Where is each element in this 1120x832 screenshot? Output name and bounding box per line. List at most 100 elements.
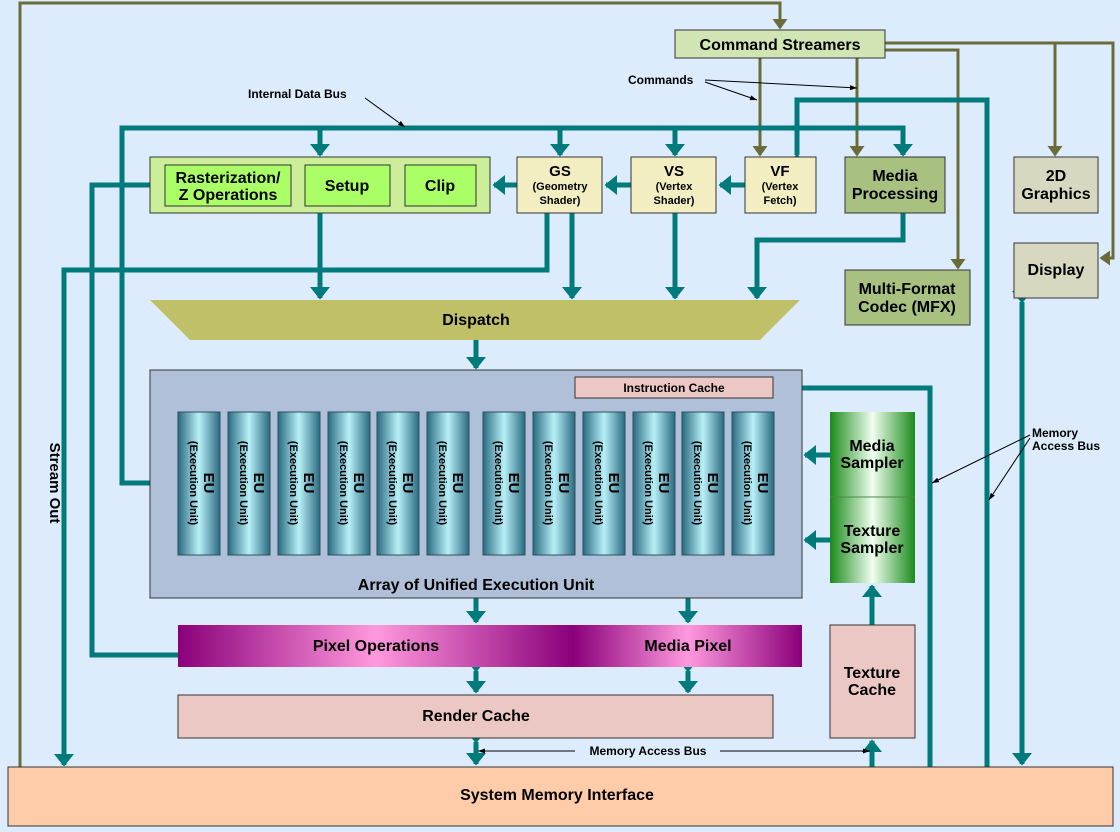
dispatch-label: Dispatch bbox=[442, 312, 510, 329]
vs-sub2: Shader) bbox=[654, 195, 695, 207]
commands-arrow-1 bbox=[704, 81, 758, 101]
eu-body bbox=[681, 411, 725, 556]
media-processing-block: Media Processing bbox=[844, 156, 946, 214]
eu-body bbox=[227, 411, 271, 556]
eu-label: EU bbox=[350, 473, 367, 494]
eu-list: EU(Execution Unit)EU(Execution Unit)EU(E… bbox=[177, 411, 775, 556]
memory-access-bus-right-l1: Memory bbox=[1032, 426, 1078, 440]
eu-body bbox=[482, 411, 526, 556]
eu-array-block: Instruction Cache EU(Execution Unit)EU(E… bbox=[149, 369, 803, 599]
eu-label: EU bbox=[200, 473, 217, 494]
eu-sublabel: (Execution Unit) bbox=[642, 441, 654, 526]
mfx-l2: Codec (MFX) bbox=[858, 299, 956, 316]
eu-label: EU bbox=[300, 473, 317, 494]
eu-body bbox=[632, 411, 676, 556]
eu-sublabel: (Execution Unit) bbox=[492, 441, 504, 526]
eu-body bbox=[277, 411, 321, 556]
eu-sublabel: (Execution Unit) bbox=[337, 441, 349, 526]
eu-label: EU bbox=[555, 473, 572, 494]
stream-out-line bbox=[54, 213, 550, 767]
execution-unit: EU(Execution Unit) bbox=[177, 411, 221, 556]
media-pixel-block: Media Pixel bbox=[573, 625, 802, 667]
media-sampler-l1: Media bbox=[849, 438, 894, 455]
dispatch-block: Dispatch bbox=[150, 300, 800, 340]
eu-body bbox=[327, 411, 371, 556]
execution-unit: EU(Execution Unit) bbox=[376, 411, 420, 556]
gs-block: GS (Geometry Shader) bbox=[516, 156, 603, 214]
vs-block: VS (Vertex Shader) bbox=[630, 156, 717, 214]
gs-title: GS bbox=[549, 163, 571, 180]
memory-access-bus-bottom-label: Memory Access Bus bbox=[590, 744, 707, 758]
eu-array-label: Array of Unified Execution Unit bbox=[358, 577, 595, 594]
execution-unit: EU(Execution Unit) bbox=[327, 411, 371, 556]
media-pixel-label: Media Pixel bbox=[644, 638, 731, 655]
graphics-2d-l2: Graphics bbox=[1021, 186, 1090, 203]
eu-label: EU bbox=[605, 473, 622, 494]
eu-sublabel: (Execution Unit) bbox=[237, 441, 249, 526]
vf-title: VF bbox=[770, 163, 789, 180]
system-memory-label: System Memory Interface bbox=[460, 787, 654, 804]
eu-sublabel: (Execution Unit) bbox=[542, 441, 554, 526]
command-streamers-block: Command Streamers bbox=[674, 29, 886, 59]
instruction-cache-label: Instruction Cache bbox=[623, 381, 725, 395]
eu-label: EU bbox=[655, 473, 672, 494]
system-memory-interface: System Memory Interface bbox=[7, 766, 1114, 827]
eu-body bbox=[731, 411, 775, 556]
commands-arrow-2 bbox=[704, 79, 858, 91]
cs-to-display-line bbox=[885, 41, 1115, 266]
execution-unit: EU(Execution Unit) bbox=[532, 411, 576, 556]
eu-label: EU bbox=[704, 473, 721, 494]
texture-sampler-l2: Sampler bbox=[840, 540, 903, 557]
eu-sublabel: (Execution Unit) bbox=[741, 441, 753, 526]
display-label: Display bbox=[1028, 262, 1085, 279]
pixel-operations-block: Pixel Operations bbox=[178, 625, 573, 667]
command-loop-line bbox=[18, 1, 788, 767]
texture-cache-l2: Cache bbox=[848, 682, 896, 699]
texture-cache-block: Texture Cache bbox=[829, 624, 916, 739]
sampler-block: Media Sampler Texture Sampler bbox=[830, 412, 915, 583]
vf-sub2: Fetch) bbox=[764, 195, 797, 207]
data-bus-lines bbox=[54, 97, 1032, 767]
eu-sublabel: (Execution Unit) bbox=[592, 441, 604, 526]
execution-unit: EU(Execution Unit) bbox=[681, 411, 725, 556]
mab-right-arrow-2 bbox=[988, 437, 1031, 501]
media-to-dispatch bbox=[747, 213, 906, 300]
texture-sampler-l1: Texture bbox=[844, 523, 901, 540]
internal-bus-arrow bbox=[364, 97, 406, 128]
execution-unit: EU(Execution Unit) bbox=[227, 411, 271, 556]
eu-body bbox=[532, 411, 576, 556]
eu-sublabel: (Execution Unit) bbox=[287, 441, 299, 526]
display-block: Display bbox=[1013, 242, 1099, 299]
gs-sub1: (Geometry bbox=[532, 181, 588, 193]
execution-unit: EU(Execution Unit) bbox=[632, 411, 676, 556]
eu-sublabel: (Execution Unit) bbox=[436, 441, 448, 526]
render-cache-label: Render Cache bbox=[422, 708, 530, 725]
pixel-to-raster-line bbox=[89, 175, 178, 658]
internal-data-bus-line bbox=[119, 125, 913, 486]
memory-access-bus-right-l2: Access Bus bbox=[1032, 439, 1100, 453]
gs-sub2: Shader) bbox=[540, 195, 581, 207]
eu-label: EU bbox=[449, 473, 466, 494]
texture-cache-l1: Texture bbox=[844, 665, 901, 682]
eu-body bbox=[177, 411, 221, 556]
internal-data-bus-label: Internal Data Bus bbox=[248, 87, 347, 101]
render-cache-block: Render Cache bbox=[177, 694, 774, 739]
mab-right-arrow-1 bbox=[931, 434, 1031, 484]
vf-sub1: (Vertex bbox=[762, 181, 800, 193]
eu-body bbox=[426, 411, 470, 556]
eu-label: EU bbox=[754, 473, 771, 494]
execution-unit: EU(Execution Unit) bbox=[426, 411, 470, 556]
eu-body bbox=[376, 411, 420, 556]
media-processing-l1: Media bbox=[872, 168, 917, 185]
eu-sublabel: (Execution Unit) bbox=[386, 441, 398, 526]
mfx-l1: Multi-Format bbox=[859, 281, 957, 298]
rasterization-label: Rasterization/ bbox=[176, 170, 281, 187]
stream-out-label: Stream Out bbox=[46, 443, 63, 524]
commands-label: Commands bbox=[628, 73, 694, 87]
graphics-2d-block: 2D Graphics bbox=[1013, 156, 1099, 214]
memory-to-icache bbox=[775, 378, 933, 767]
raster-setup-clip-block: Rasterization/ Z Operations Setup Clip bbox=[149, 156, 491, 214]
eu-label: EU bbox=[250, 473, 267, 494]
eu-sublabel: (Execution Unit) bbox=[691, 441, 703, 526]
